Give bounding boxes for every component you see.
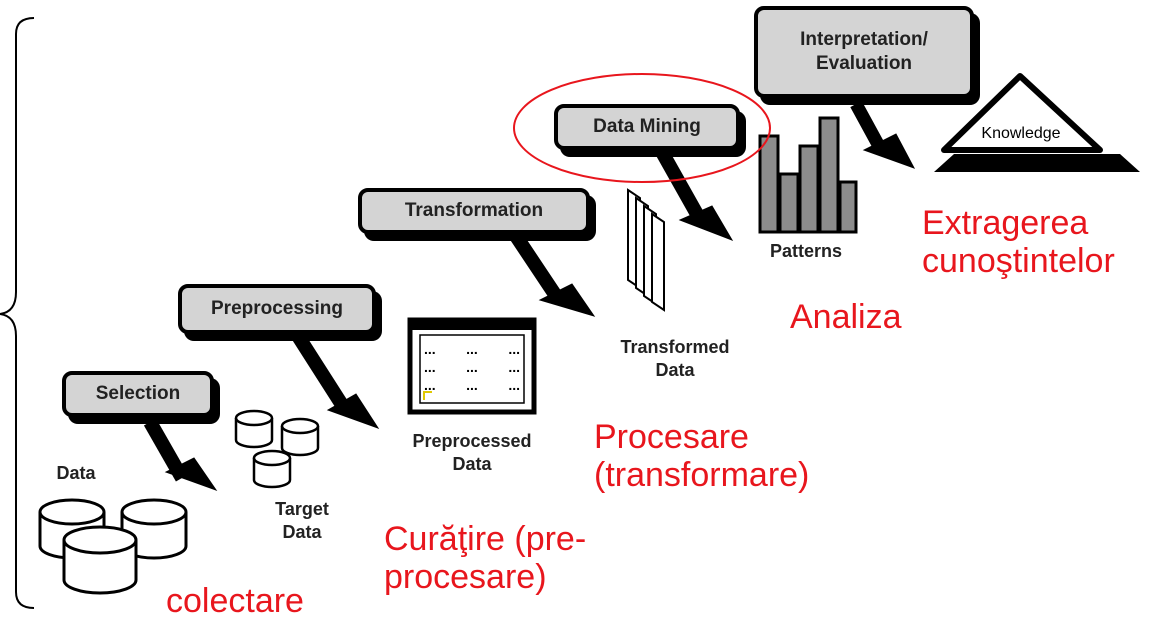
annotation-procesare: Procesare (transformare)	[594, 418, 809, 494]
preprocessed-dots-grid: ... ... ... ... ... ... ... ... ...	[424, 340, 520, 394]
target-data-cylinders	[234, 409, 320, 489]
step-preprocessing-box: Preprocessing	[178, 284, 376, 334]
label-transformed-line2: Data	[655, 360, 695, 381]
data-cylinders	[38, 498, 188, 595]
arrow-datamining	[655, 148, 705, 220]
annotation-extragerea-line1: Extragerea	[922, 204, 1089, 242]
label-preprocessed-line2: Data	[452, 454, 492, 475]
step-transformation-box: Transformation	[358, 188, 590, 234]
annotation-curatire-line2: procesare)	[384, 558, 547, 597]
annotation-curatire-line1: Curăţire (pre-	[384, 520, 587, 558]
step-interpretation-label-line2: Evaluation	[815, 53, 913, 74]
transformed-data-sheets	[627, 188, 665, 312]
step-selection-label: Selection	[95, 383, 181, 405]
label-target-data: Target Data	[262, 498, 342, 545]
arrow-datamining-head	[678, 205, 734, 241]
arrow-interpretation	[850, 100, 886, 152]
label-patterns: Patterns	[769, 241, 843, 261]
label-preprocessed-line1: Preprocessed	[412, 431, 532, 451]
annotation-extragerea: Extragerea cunoştintelor	[922, 204, 1115, 280]
annotation-extragerea-line2: cunoştintelor	[922, 242, 1115, 281]
step-interpretation-box: Interpretation/ Evaluation	[754, 6, 974, 98]
step-interpretation-label-line1: Interpretation/	[800, 29, 928, 51]
arrow-transformation-head	[538, 283, 596, 317]
arrow-interpretation-head	[862, 133, 916, 169]
label-transformed-line1: Transformed	[620, 337, 730, 357]
dots-cell: ...	[424, 377, 436, 393]
arrow-transformation	[510, 232, 562, 300]
dots-cell: ...	[466, 341, 478, 357]
preprocessed-data-window	[407, 317, 537, 415]
label-knowledge: Knowledge	[981, 125, 1061, 142]
left-brace	[0, 17, 35, 609]
patterns-bar-chart	[758, 116, 858, 234]
step-data-mining-box: Data Mining	[554, 104, 740, 150]
dots-cell: ...	[466, 377, 478, 393]
label-data: Data	[56, 463, 96, 483]
step-data-mining-label: Data Mining	[593, 116, 701, 138]
arrow-preprocessing-head	[326, 393, 380, 429]
annotation-procesare-line1: Procesare	[594, 418, 749, 456]
annotation-colectare: colectare	[166, 582, 304, 620]
arrow-selection-head	[164, 457, 218, 491]
annotation-curatire: Curăţire (pre- procesare)	[384, 520, 586, 596]
dots-cell: ...	[508, 359, 520, 375]
step-preprocessing-label: Preprocessing	[211, 298, 343, 320]
annotation-procesare-line2: (transformare)	[594, 456, 810, 495]
label-target-line1: Target	[275, 499, 329, 519]
dots-cell: ...	[424, 359, 436, 375]
label-preprocessed-data: Preprocessed Data	[384, 430, 560, 477]
annotation-analiza: Analiza	[790, 298, 902, 336]
step-transformation-label: Transformation	[404, 200, 544, 222]
dots-cell: ...	[424, 341, 436, 357]
label-target-line2: Data	[282, 522, 322, 543]
knowledge-pyramid	[934, 73, 1140, 172]
label-transformed-data: Transformed Data	[590, 336, 760, 383]
data-mining-highlight-ellipse	[513, 73, 771, 183]
dots-cell: ...	[508, 377, 520, 393]
step-selection-box: Selection	[62, 371, 214, 417]
arrow-preprocessing	[292, 332, 350, 412]
dots-cell: ...	[508, 341, 520, 357]
arrows	[143, 100, 916, 491]
dots-cell: ...	[466, 359, 478, 375]
